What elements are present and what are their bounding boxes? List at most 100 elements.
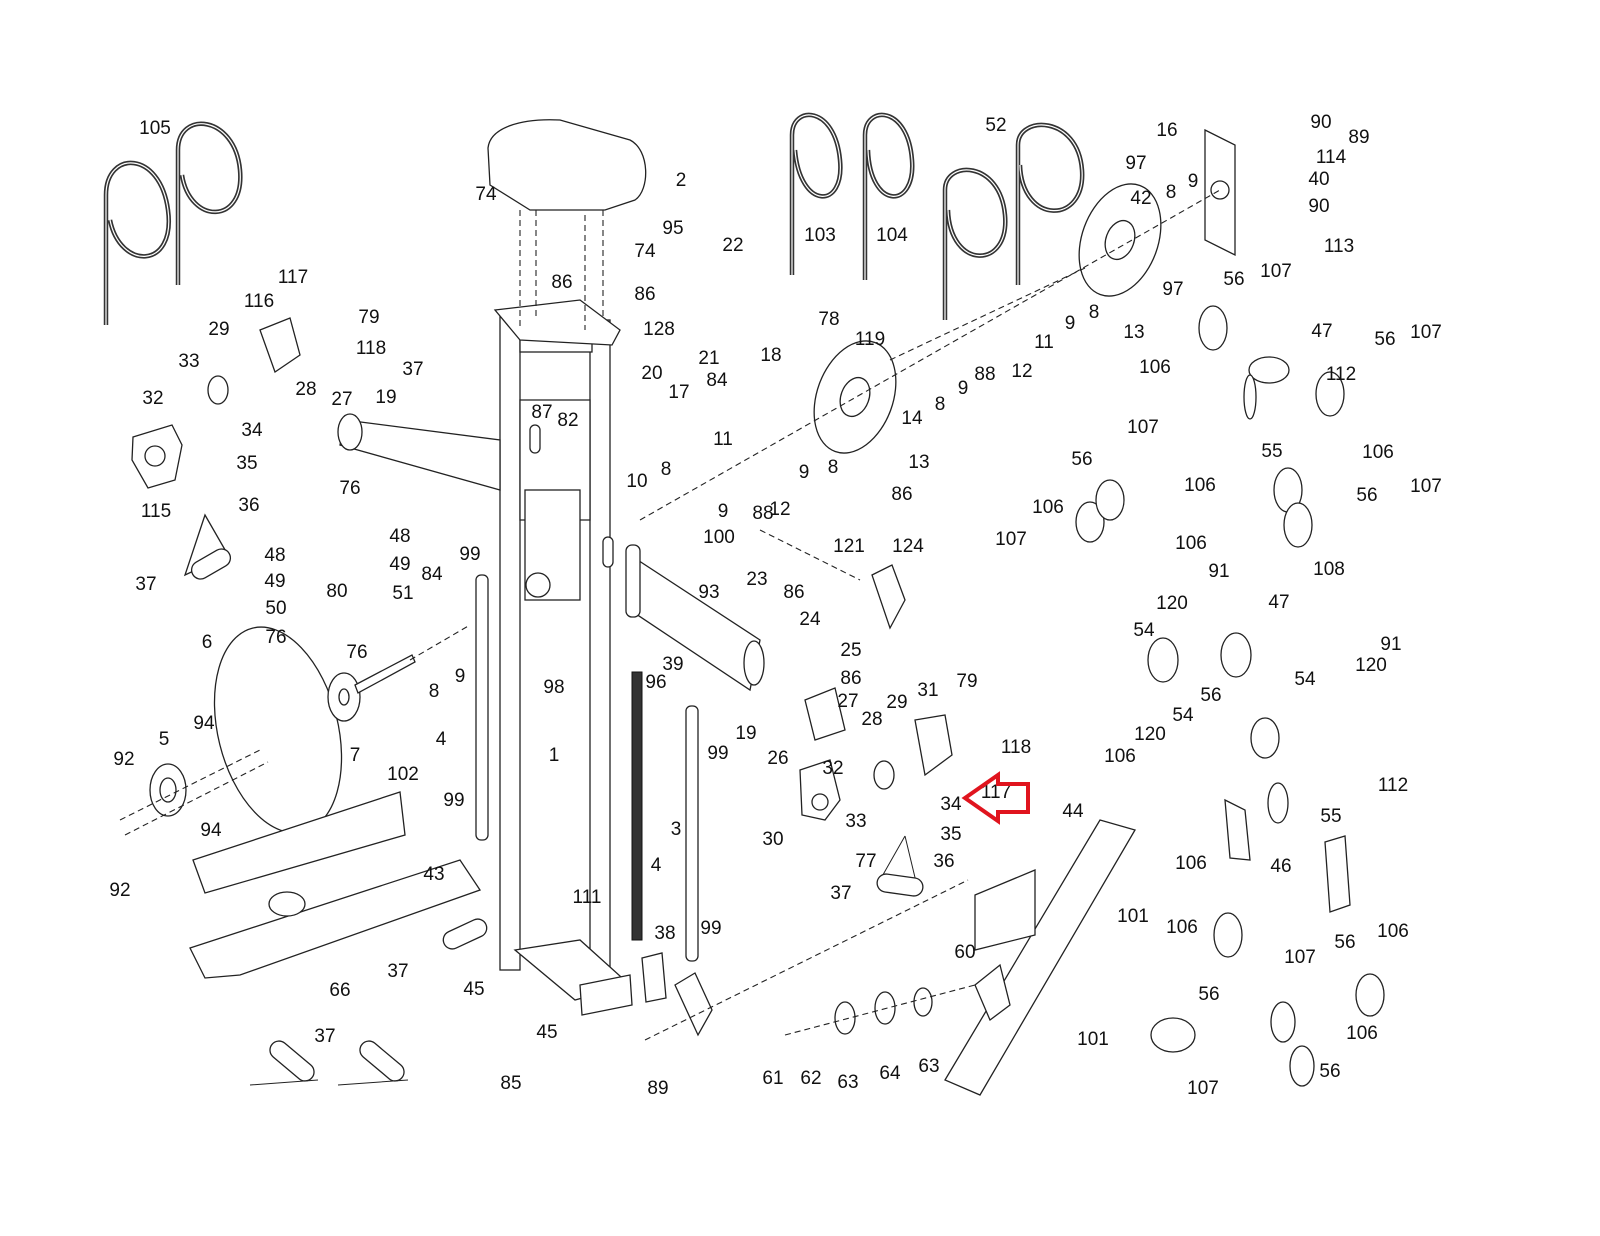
part-label-86: 86 (551, 272, 572, 293)
part-label-12: 12 (1011, 361, 1032, 382)
spring-3 (631, 671, 643, 941)
part-label-34: 34 (241, 420, 263, 441)
part-label-101: 101 (1077, 1029, 1109, 1050)
part-label-35: 35 (940, 824, 961, 845)
part-label-99: 99 (443, 790, 464, 811)
part-label-29: 29 (886, 692, 907, 713)
part-label-55: 55 (1261, 441, 1282, 462)
part-label-120: 120 (1355, 655, 1387, 676)
part-label-86: 86 (634, 284, 655, 305)
part-label-49: 49 (389, 554, 410, 575)
part-label-66: 66 (329, 980, 350, 1001)
housing-116 (259, 317, 301, 374)
part-label-112: 112 (1378, 775, 1408, 796)
part-label-38: 38 (654, 923, 675, 944)
part-label-12: 12 (769, 499, 790, 520)
part-label-106: 106 (1377, 921, 1409, 942)
part-label-91: 91 (1208, 561, 1229, 582)
pulley-33 (207, 375, 895, 790)
part-label-128: 128 (643, 319, 675, 340)
part-label-118: 118 (356, 338, 386, 359)
part-label-104: 104 (876, 225, 908, 246)
part-label-19: 19 (375, 387, 396, 408)
part-label-33: 33 (178, 351, 199, 372)
part-label-76: 76 (339, 478, 360, 499)
part-label-39: 39 (662, 654, 683, 675)
part-label-107: 107 (1127, 417, 1159, 438)
part-label-63: 63 (918, 1056, 939, 1077)
part-label-90: 90 (1310, 112, 1331, 133)
part-label-8: 8 (429, 681, 440, 702)
pulley-119 (813, 340, 897, 454)
part-label-1: 1 (549, 745, 560, 766)
part-label-24: 24 (799, 609, 821, 630)
part-label-48: 48 (389, 526, 410, 547)
part-label-25: 25 (840, 640, 861, 661)
cable-coil-52 (942, 122, 1085, 320)
part-label-56: 56 (1319, 1061, 1340, 1082)
lower-frame-plate (513, 939, 633, 1016)
part-label-9: 9 (1065, 313, 1076, 334)
part-label-114: 114 (1316, 147, 1347, 168)
housing-30 (799, 759, 841, 821)
part-label-107: 107 (1187, 1078, 1219, 1099)
housing-115 (131, 424, 183, 489)
part-label-23: 23 (746, 569, 767, 590)
part-label-56: 56 (1071, 449, 1092, 470)
cable-coil-105 (103, 121, 243, 325)
housing-31 (914, 714, 953, 777)
part-label-11: 11 (1034, 332, 1054, 353)
part-label-103: 103 (804, 225, 836, 246)
part-label-9: 9 (1188, 171, 1199, 192)
part-label-86: 86 (783, 582, 804, 603)
part-label-13: 13 (908, 452, 929, 473)
part-label-26: 26 (767, 748, 788, 769)
part-label-107: 107 (1284, 947, 1316, 968)
part-label-13: 13 (1123, 322, 1144, 343)
part-label-97: 97 (1162, 279, 1183, 300)
part-label-2: 2 (676, 170, 687, 191)
part-label-106: 106 (1175, 533, 1207, 554)
hub-7 (327, 654, 416, 722)
part-label-102: 102 (387, 764, 419, 785)
part-label-107: 107 (995, 529, 1027, 550)
part-label-108: 108 (1313, 559, 1345, 580)
part-label-112: 112 (1326, 364, 1356, 385)
hub-5 (149, 763, 187, 817)
part-label-85: 85 (500, 1073, 521, 1094)
part-label-28: 28 (295, 379, 316, 400)
part-label-76: 76 (265, 627, 286, 648)
part-label-9: 9 (799, 462, 810, 483)
part-label-124: 124 (892, 536, 924, 557)
part-label-8: 8 (1166, 182, 1177, 203)
part-label-56: 56 (1334, 932, 1355, 953)
part-label-79: 79 (358, 307, 379, 328)
part-label-89: 89 (647, 1078, 668, 1099)
part-label-94: 94 (200, 820, 222, 841)
highlight-arrow (961, 771, 1030, 825)
part-label-74: 74 (634, 241, 656, 262)
part-label-22: 22 (722, 235, 743, 256)
part-label-56: 56 (1374, 329, 1395, 350)
part-label-97: 97 (1125, 153, 1146, 174)
part-label-8: 8 (1089, 302, 1100, 323)
part-label-56: 56 (1356, 485, 1377, 506)
part-label-47: 47 (1268, 592, 1289, 613)
part-label-55: 55 (1320, 806, 1341, 827)
part-label-35: 35 (236, 453, 257, 474)
part-label-80: 80 (326, 581, 347, 602)
part-label-19: 19 (735, 723, 756, 744)
part-label-121: 121 (833, 536, 865, 557)
part-label-78: 78 (818, 309, 839, 330)
part-label-107: 107 (1260, 261, 1292, 282)
knob-63-64 (834, 987, 933, 1035)
part-label-92: 92 (113, 749, 134, 770)
part-label-11: 11 (713, 429, 733, 450)
part-label-5: 5 (159, 729, 170, 750)
part-label-3: 3 (671, 819, 682, 840)
cable-coil-103 (789, 112, 843, 275)
part-label-100: 100 (703, 527, 735, 548)
part-label-116: 116 (244, 291, 274, 312)
